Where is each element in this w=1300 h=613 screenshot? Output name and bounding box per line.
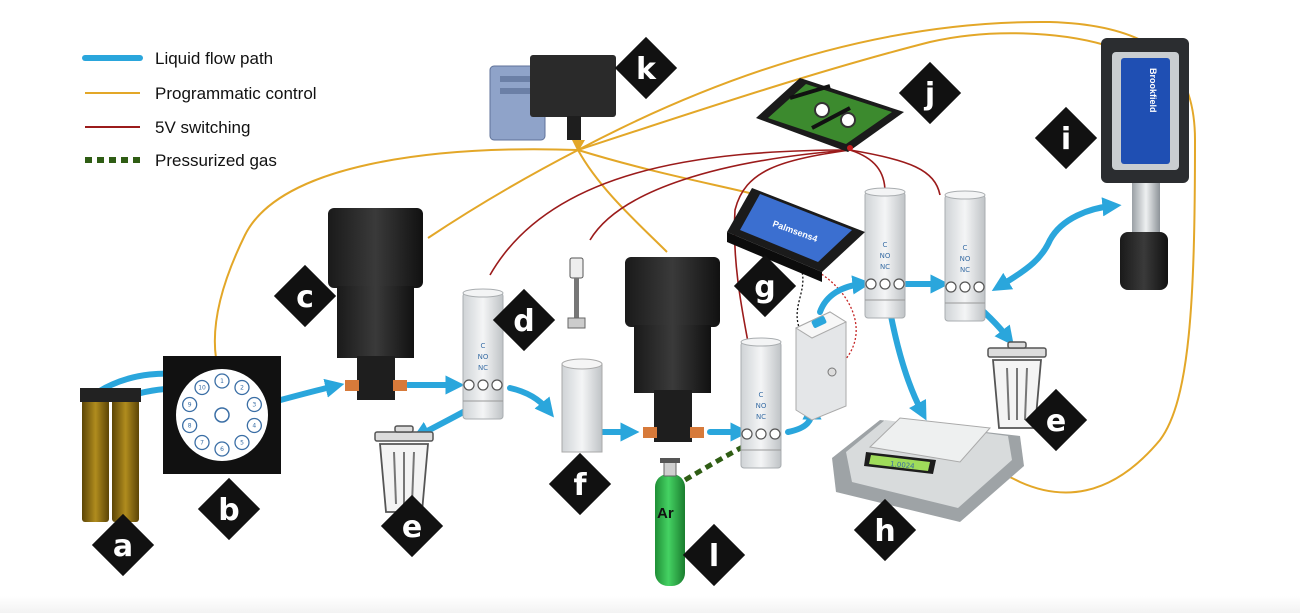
valve-port xyxy=(959,281,971,293)
svg-text:l: l xyxy=(709,539,719,574)
svg-text:c: c xyxy=(296,280,314,315)
caption-strip xyxy=(0,596,1300,613)
gas-label: Ar xyxy=(657,505,674,522)
legend-switching-label: 5V switching xyxy=(155,118,250,137)
selector-port xyxy=(194,434,210,451)
valve-port xyxy=(741,428,753,440)
selector-port xyxy=(234,379,250,396)
selector-port xyxy=(246,417,262,434)
badge-f: f xyxy=(548,452,612,516)
selector-port xyxy=(214,441,230,457)
valve-port xyxy=(879,278,891,290)
svg-text:j: j xyxy=(924,77,935,112)
selector-port-label: 10 xyxy=(198,385,206,392)
selector-port xyxy=(234,434,250,451)
balance-readout: 1.0024 xyxy=(890,460,916,471)
selector-port xyxy=(182,417,198,434)
svg-text:h: h xyxy=(874,514,895,549)
valve-port-label: NC xyxy=(756,413,766,421)
valve-port xyxy=(973,281,985,293)
selector-port-label: 6 xyxy=(220,446,224,453)
syringe-icon xyxy=(561,257,603,453)
badge-d: d xyxy=(492,288,556,352)
selector-port-label: 1 xyxy=(220,378,224,385)
valve-port-label: NC xyxy=(960,266,970,274)
legend-liquid-label: Liquid flow path xyxy=(155,49,273,68)
valve-icon: C NO NC xyxy=(462,288,504,420)
waste-bin-icon xyxy=(374,425,434,513)
valve-icon: C NO NC xyxy=(864,187,906,319)
badge-j: j xyxy=(898,61,962,125)
gas-cylinder-icon: Ar xyxy=(655,458,685,586)
badge-g: g xyxy=(733,254,797,318)
badge-h: h xyxy=(853,498,917,562)
badge-k: k xyxy=(614,36,678,100)
selector-port xyxy=(214,373,230,389)
svg-text:e: e xyxy=(1046,404,1066,439)
selector-ports: 1 2 3 4 5 6 7 8 9 10 xyxy=(182,373,262,457)
valve-port xyxy=(865,278,877,290)
svg-text:d: d xyxy=(513,304,534,339)
badge-b: b xyxy=(197,477,261,541)
potentiostat-icon: Palmsens4 xyxy=(727,188,865,282)
valve-port xyxy=(491,379,503,391)
valve-port-label: C xyxy=(883,241,888,249)
valve-port xyxy=(755,428,767,440)
badge-e-left: e xyxy=(380,494,444,558)
badge-i: i xyxy=(1034,106,1098,170)
selector-port xyxy=(246,396,262,413)
valve-port xyxy=(477,379,489,391)
badge-a: a xyxy=(91,513,155,577)
valve-port xyxy=(945,281,957,293)
selector-port xyxy=(194,379,210,396)
selector-port-label: 2 xyxy=(240,385,244,392)
svg-text:g: g xyxy=(754,270,775,305)
selector-port-label: 5 xyxy=(240,440,244,447)
balance-icon: 1.0024 xyxy=(832,417,1024,522)
selector-port-label: 7 xyxy=(200,440,204,447)
badge-l: l xyxy=(682,523,746,587)
svg-text:a: a xyxy=(113,529,133,564)
selector-port-label: 8 xyxy=(188,423,192,430)
selector-port-label: 9 xyxy=(188,402,192,409)
valve-port-label: NO xyxy=(880,252,891,260)
switching-lines xyxy=(489,149,941,343)
legend: Liquid flow path Programmatic control 5V… xyxy=(82,49,317,170)
viscometer-icon: Brookfield xyxy=(1101,38,1189,290)
potentiostat-leads xyxy=(796,264,857,361)
valve-port-label: NC xyxy=(478,364,488,372)
valve-port-label: NO xyxy=(960,255,971,263)
valve-port-label: NC xyxy=(880,263,890,271)
pump-icon xyxy=(625,257,720,442)
svg-text:i: i xyxy=(1061,122,1071,157)
legend-control-label: Programmatic control xyxy=(155,84,317,103)
valve-port-label: C xyxy=(481,342,486,350)
selector-port-label: 3 xyxy=(252,402,256,409)
valve-port xyxy=(463,379,475,391)
valve-port xyxy=(769,428,781,440)
valve-port xyxy=(893,278,905,290)
legend-gas-label: Pressurized gas xyxy=(155,151,277,170)
valve-port-label: C xyxy=(759,391,764,399)
valve-port-label: C xyxy=(963,244,968,252)
sample-vials-icon xyxy=(80,388,141,522)
pump-icon xyxy=(328,208,423,400)
svg-text:k: k xyxy=(636,52,657,87)
badge-c: c xyxy=(273,264,337,328)
valve-port-label: NO xyxy=(478,353,489,361)
valve-icon: C NO NC xyxy=(944,190,986,322)
valve-icon: C NO NC xyxy=(740,337,782,469)
valve-port-label: NO xyxy=(756,402,767,410)
viscometer-brand: Brookfield xyxy=(1148,68,1158,113)
selector-port-label: 4 xyxy=(252,423,256,430)
selector-port xyxy=(182,396,198,413)
control-lines xyxy=(213,20,1197,494)
svg-text:e: e xyxy=(402,510,422,545)
relay-board-icon xyxy=(756,78,904,152)
flow-cell-icon xyxy=(794,311,848,421)
svg-text:b: b xyxy=(218,493,239,528)
svg-text:f: f xyxy=(573,468,587,503)
computer-icon xyxy=(489,55,616,152)
